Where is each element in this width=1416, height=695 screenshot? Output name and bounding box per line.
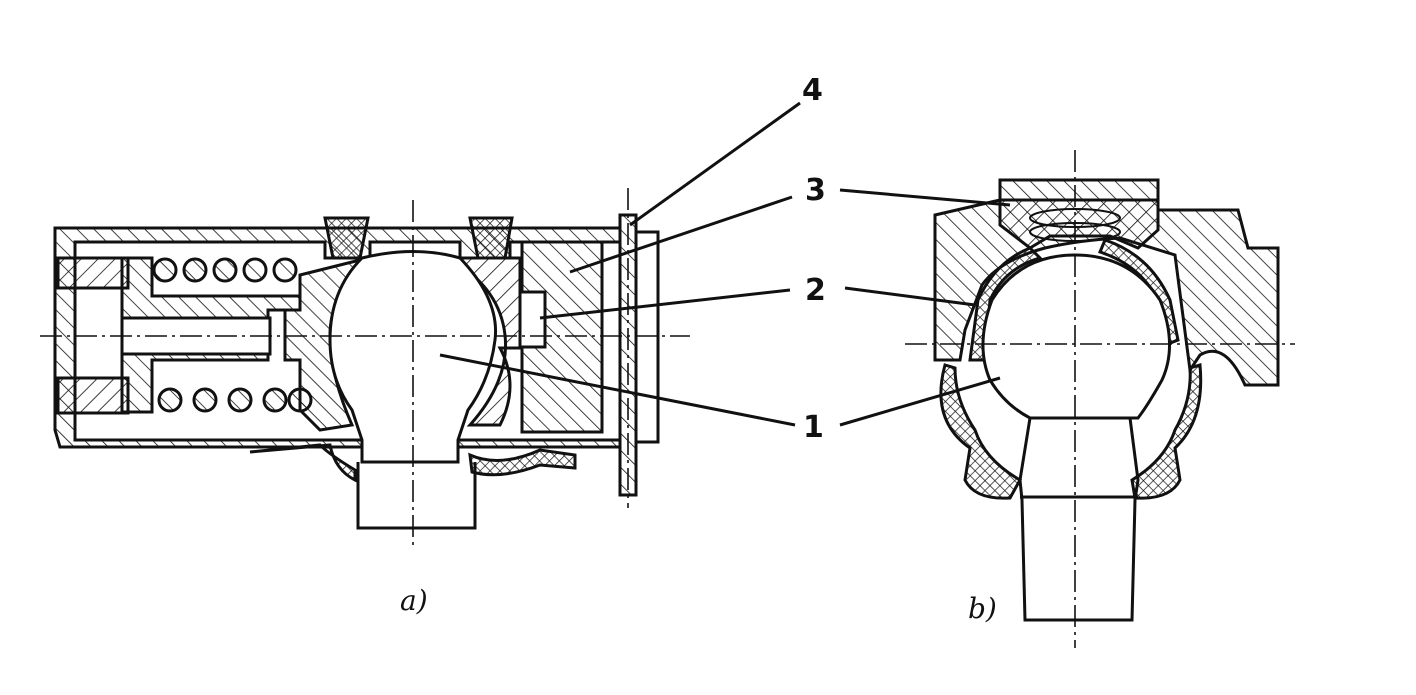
caption-b: b) bbox=[968, 592, 997, 625]
boot-b bbox=[939, 363, 1023, 500]
boot-b-right bbox=[1130, 363, 1203, 500]
end-block-lower bbox=[56, 376, 130, 415]
stud-b bbox=[1018, 417, 1140, 622]
right-seat-2 bbox=[453, 256, 522, 427]
view-b bbox=[905, 150, 1295, 648]
callout-3: 3 bbox=[805, 173, 826, 208]
grease-cup-right bbox=[468, 216, 514, 260]
plug-slot bbox=[518, 290, 547, 349]
caption-a: a) bbox=[400, 584, 428, 617]
leader-2-b bbox=[844, 286, 976, 307]
callout-1: 1 bbox=[803, 410, 824, 445]
leader-1-b bbox=[839, 376, 1001, 427]
leader-2-a bbox=[539, 288, 791, 320]
leader-1-a bbox=[439, 353, 796, 427]
grease-cup-left bbox=[323, 216, 370, 260]
view-a bbox=[40, 188, 690, 548]
ball-b bbox=[981, 253, 1171, 420]
leader-3-b bbox=[839, 188, 1011, 207]
stud-a bbox=[356, 462, 477, 530]
leader-3-a bbox=[569, 195, 793, 274]
plate-flange bbox=[634, 230, 660, 444]
leader-lines bbox=[439, 101, 1011, 427]
end-block-upper bbox=[56, 256, 130, 290]
boot-a-right bbox=[468, 448, 577, 477]
boot-a bbox=[249, 443, 357, 483]
spring-coils-upper bbox=[152, 257, 298, 283]
spring-coils-lower bbox=[157, 387, 313, 413]
leader-4 bbox=[629, 101, 801, 227]
callout-2: 2 bbox=[805, 273, 826, 308]
callout-4: 4 bbox=[802, 73, 823, 108]
